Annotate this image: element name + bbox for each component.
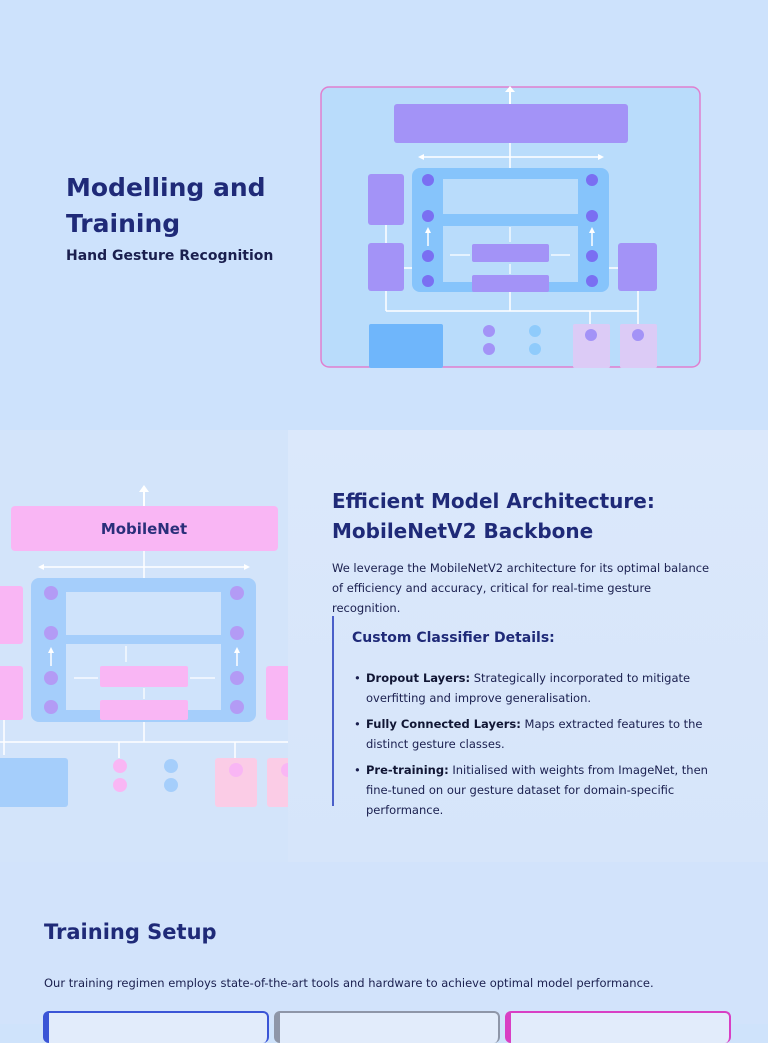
page-title: Modelling and Training [66, 173, 266, 238]
list-item-text: Maps extracted features to the distinct … [366, 717, 703, 751]
page-subtitle: Hand Gesture Recognition [66, 248, 274, 264]
training-card-3 [505, 1011, 731, 1043]
list-item-text: Strategically incorporated to mitigate o… [366, 671, 691, 705]
list-item: Pre-training: Initialised with weights f… [352, 760, 722, 820]
training-card-2 [274, 1011, 500, 1043]
mobilenet-label: MobileNet [101, 520, 187, 538]
training-card-1 [43, 1011, 269, 1043]
list-item-term: Dropout Layers: [366, 671, 471, 685]
training-section: Training Setup Our training regimen empl… [0, 862, 768, 1043]
architecture-intro: We leverage the MobileNetV2 architecture… [332, 561, 710, 615]
hero-section: Modelling and Training Hand Gesture Reco… [0, 0, 768, 430]
list-item-text: Initialised with weights from ImageNet, … [366, 763, 708, 817]
training-intro: Our training regimen employs state-of-th… [44, 976, 654, 990]
architecture-section: MobileNet [0, 430, 768, 862]
mobilenet-diagram-illustration: MobileNet [0, 485, 288, 807]
list-item: Dropout Layers: Strategically incorporat… [352, 668, 722, 708]
classifier-heading: Custom Classifier Details: [352, 630, 555, 646]
list-item-term: Pre-training: [366, 763, 449, 777]
classifier-list: Dropout Layers: Strategically incorporat… [352, 668, 722, 826]
architecture-diagram-illustration [320, 86, 701, 368]
list-item: Fully Connected Layers: Maps extracted f… [352, 714, 722, 754]
classifier-details-callout: Custom Classifier Details: Dropout Layer… [332, 616, 724, 817]
architecture-title: Efficient Model Architecture: MobileNetV… [332, 489, 655, 543]
list-item-term: Fully Connected Layers: [366, 717, 521, 731]
training-title: Training Setup [44, 920, 217, 944]
